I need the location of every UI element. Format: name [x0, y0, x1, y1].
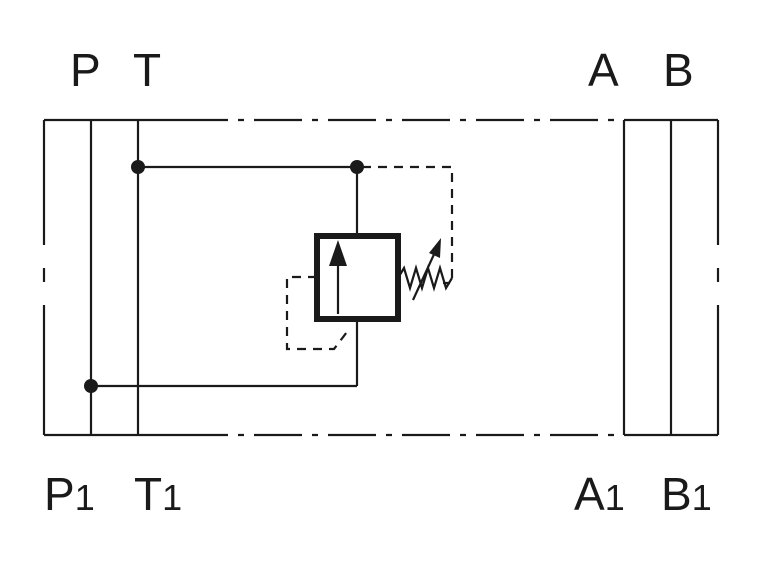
port-label-t1-letter: T	[134, 468, 162, 520]
port-label-b1: B1	[661, 468, 712, 520]
adjustment-arrow-icon	[412, 238, 441, 301]
flow-arrow-icon	[329, 240, 347, 314]
pressure-supply-line	[91, 319, 359, 388]
relief-valve-body	[314, 233, 401, 322]
tank-return-line	[138, 165, 359, 236]
port-label-a: A	[588, 44, 619, 96]
remote-pilot-line	[285, 275, 351, 351]
port-label-t: T	[133, 44, 161, 96]
port-label-p1: P1	[44, 468, 95, 520]
port-label-p1-letter: P	[44, 468, 75, 520]
port-label-p: P	[70, 44, 101, 96]
junction-dot-top-valve	[350, 160, 364, 174]
junction-dot-p	[84, 379, 98, 393]
port-label-a1-sub: 1	[605, 477, 625, 518]
junction-dot-t	[131, 160, 145, 174]
port-label-b1-sub: 1	[692, 477, 712, 518]
port-label-a1-letter: A	[574, 468, 605, 520]
port-label-t1-sub: 1	[162, 477, 182, 518]
port-label-t1: T1	[134, 468, 182, 520]
port-label-a1: A1	[574, 468, 625, 520]
port-label-b: B	[663, 44, 694, 96]
port-label-p1-sub: 1	[75, 477, 95, 518]
port-label-b1-letter: B	[661, 468, 692, 520]
drain-pilot-line	[362, 165, 454, 285]
spring-icon	[397, 264, 453, 292]
